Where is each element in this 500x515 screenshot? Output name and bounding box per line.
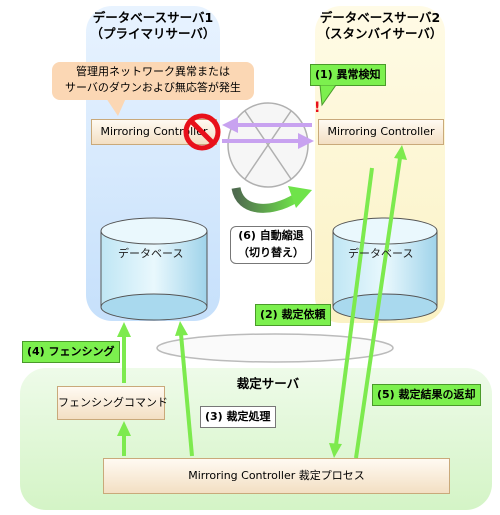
database-cylinder-1	[100, 217, 208, 321]
mirroring-controller-2: Mirroring Controller	[318, 119, 444, 145]
db2-title-line2: （スタンバイサーバ）	[317, 26, 443, 41]
judge-title: 裁定サーバ	[236, 376, 300, 391]
failure-alert-line1: 管理用ネットワーク異常または	[76, 65, 230, 78]
arrow-arbitration-result	[354, 145, 407, 459]
fencing-command: フェンシングコマンド	[57, 386, 168, 420]
db2-title: データベースサーバ2 （スタンバイサーバ）	[310, 10, 450, 42]
step-1-pointer	[319, 85, 337, 107]
step-3-processing: (3) 裁定処理	[200, 406, 276, 428]
arrow-invoke-fencing-command	[117, 421, 131, 456]
heartbeat-arrow-to-mc2	[222, 133, 314, 149]
db1-title-line1: データベースサーバ1	[92, 10, 214, 25]
step-5-result: (5) 裁定結果の返却	[372, 384, 481, 406]
db2-title-line1: データベースサーバ2	[319, 10, 441, 25]
step-1-detection: (1) 異常検知	[310, 64, 386, 86]
step-2-request: (2) 裁定依頼	[255, 304, 331, 326]
arbitration-network-ellipse	[156, 333, 394, 363]
step-6-line2: （切り替え）	[238, 246, 304, 259]
step-6-line1: (6) 自動縮退	[238, 229, 304, 242]
database-1-label: データベース	[118, 247, 184, 260]
alert-pointer	[106, 98, 126, 116]
no-entry-icon	[183, 113, 221, 151]
arbitration-process: Mirroring Controller 裁定プロセス	[103, 458, 450, 494]
heartbeat-arrow-to-mc1	[222, 117, 312, 133]
db1-title: データベースサーバ1 （プライマリサーバ）	[86, 10, 220, 42]
db1-title-line2: （プライマリサーバ）	[90, 26, 216, 41]
management-network-ellipse	[227, 102, 309, 188]
arrow-fencing	[117, 322, 131, 383]
warning-exclamation: !	[314, 100, 321, 116]
step-4-fencing: (4) フェンシング	[22, 341, 120, 363]
database-2-label: データベース	[348, 247, 414, 260]
failure-alert: 管理用ネットワーク異常または サーバのダウンおよび無応答が発生	[52, 62, 254, 100]
arrow-arbitration-processing	[175, 321, 194, 457]
failure-alert-line2: サーバのダウンおよび無応答が発生	[65, 81, 241, 94]
step-6-switchover: (6) 自動縮退 （切り替え）	[230, 226, 312, 264]
arrow-arbitration-request	[329, 167, 374, 458]
switchover-curved-arrow	[231, 186, 312, 213]
